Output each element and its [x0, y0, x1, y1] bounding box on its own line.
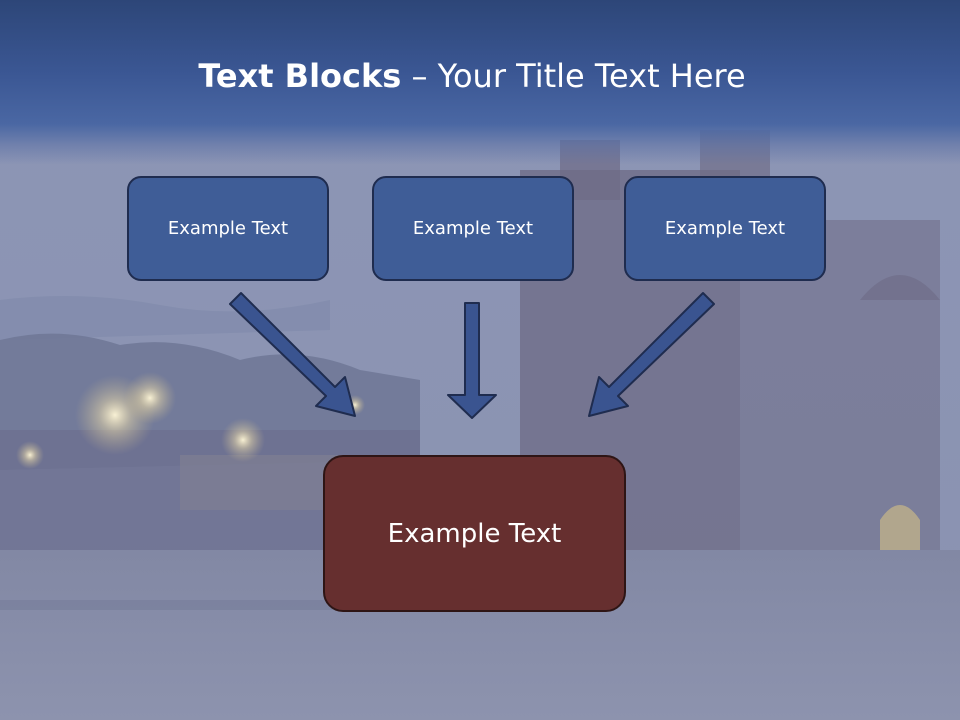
title-band: [0, 0, 960, 165]
result-text-block[interactable]: Example Text: [323, 455, 626, 612]
text-block-3-label: Example Text: [664, 218, 786, 239]
arrow-down-left-icon: [588, 292, 715, 417]
title-separator: –: [401, 57, 438, 95]
text-block-1[interactable]: Example Text: [127, 176, 329, 281]
arrow-down-icon: [447, 302, 497, 419]
text-block-3[interactable]: Example Text: [624, 176, 826, 281]
result-text-block-label: Example Text: [387, 518, 562, 549]
title-rest: Your Title Text Here: [437, 57, 746, 95]
title-bold-part: Text Blocks: [198, 57, 402, 95]
arrow-down-right-icon: [229, 292, 356, 417]
text-block-1-label: Example Text: [167, 218, 289, 239]
text-block-2[interactable]: Example Text: [372, 176, 574, 281]
slide-title: Text Blocks – Your Title Text Here: [0, 52, 944, 100]
text-block-2-label: Example Text: [412, 218, 534, 239]
